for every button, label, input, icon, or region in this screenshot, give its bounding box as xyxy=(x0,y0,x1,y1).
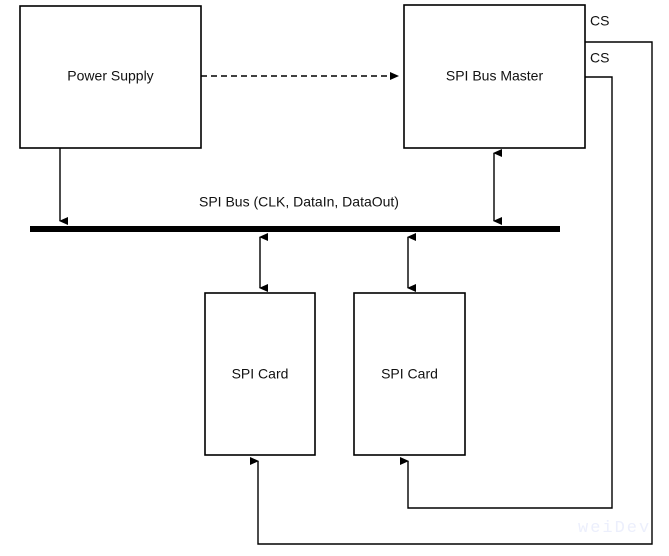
watermark-text: weiDev xyxy=(578,519,651,538)
power-supply-box[interactable] xyxy=(19,5,202,149)
block-spi-card-1[interactable]: SPI Card xyxy=(204,292,316,456)
spi-card-2-box[interactable] xyxy=(353,292,466,456)
cs-label-1: CS xyxy=(590,13,609,29)
block-spi-card-2[interactable]: SPI Card xyxy=(353,292,466,456)
power-supply-label: Power Supply xyxy=(67,68,153,84)
connector-cs-2-to-card-2 xyxy=(400,76,613,509)
spi-bus-bar xyxy=(30,226,560,232)
cs-label-2: CS xyxy=(590,50,609,66)
block-power-supply[interactable]: Power Supply xyxy=(19,5,202,149)
spi-bus-label: SPI Bus (CLK, DataIn, DataOut) xyxy=(199,194,399,210)
spi-bus-master-label: SPI Bus Master xyxy=(446,68,544,84)
spi-bus-master-box[interactable] xyxy=(403,4,586,149)
spi-card-1-label: SPI Card xyxy=(232,366,289,382)
block-spi-bus-master[interactable]: SPI Bus Master xyxy=(403,4,586,149)
spi-card-1-box[interactable] xyxy=(204,292,316,456)
connector-cs-1-to-card-1 xyxy=(250,41,653,545)
spi-card-2-label: SPI Card xyxy=(381,366,438,382)
